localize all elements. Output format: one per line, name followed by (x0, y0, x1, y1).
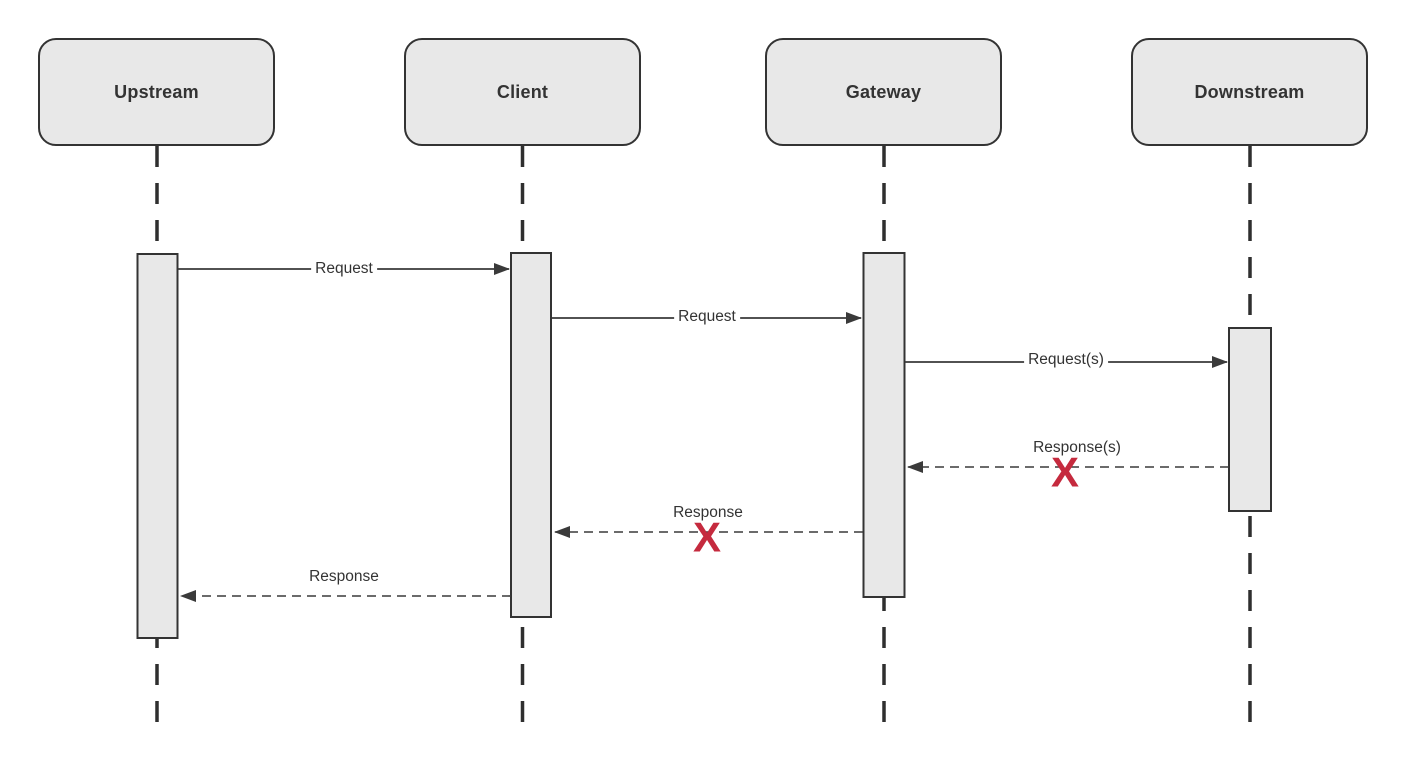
message-label-response-gateway-client: Response (673, 504, 743, 522)
actor-box-upstream: Upstream (38, 38, 275, 146)
actor-label-downstream: Downstream (1194, 81, 1305, 102)
message-label-request-upstream-client: Request (311, 260, 377, 278)
actor-label-upstream: Upstream (114, 81, 199, 102)
actor-box-gateway: Gateway (765, 38, 1002, 146)
actor-label-gateway: Gateway (845, 81, 922, 102)
actor-label-client: Client (496, 81, 549, 102)
message-label-response-client-upstream: Response (309, 568, 379, 586)
activation-gateway (862, 252, 906, 598)
message-label-responses-downstream-gateway: Response(s) (1033, 439, 1121, 457)
activation-downstream (1228, 327, 1272, 512)
activation-upstream (136, 253, 179, 639)
message-label-request-client-gateway: Request (674, 308, 740, 326)
failure-x-icon-response: X (692, 513, 722, 561)
failure-x-icon-responses: X (1050, 448, 1080, 496)
message-label-requests-gateway-downstream: Request(s) (1024, 351, 1108, 369)
actor-box-client: Client (404, 38, 641, 146)
actor-box-downstream: Downstream (1131, 38, 1368, 146)
activation-client (510, 252, 552, 618)
